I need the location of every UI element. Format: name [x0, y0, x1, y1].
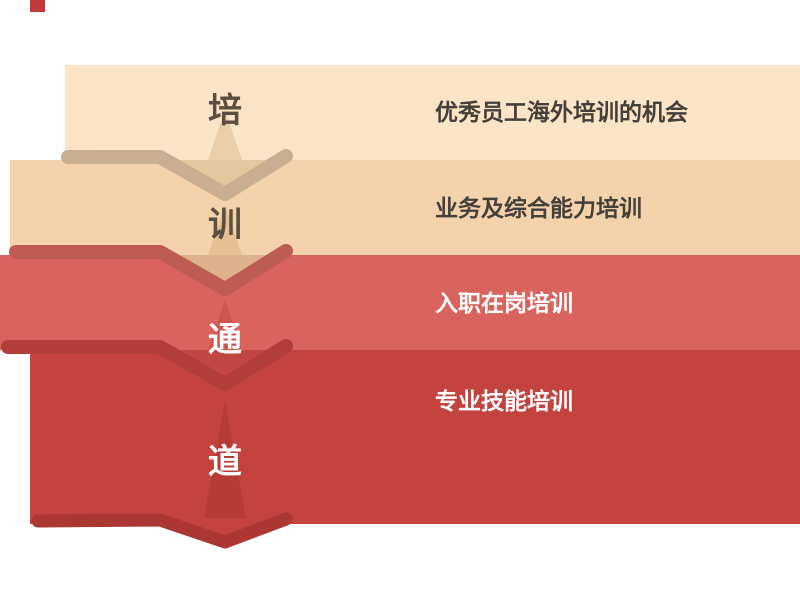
vertical-title-char-3: 通 — [208, 320, 242, 360]
band-1-fold — [61, 149, 293, 201]
band-4-crease — [204, 400, 246, 518]
band-3-crease — [204, 300, 246, 362]
band-4-fold — [31, 512, 293, 549]
corner-accent-square — [30, 0, 45, 12]
row-label-skills-training: 专业技能培训 — [435, 389, 573, 415]
band-3-fold — [1, 339, 293, 391]
row-label-onboarding-training: 入职在岗培训 — [435, 291, 573, 317]
vertical-title-char-2: 训 — [208, 205, 242, 245]
row-label-business-training: 业务及综合能力培训 — [435, 196, 642, 222]
vertical-title-char-1: 培 — [208, 91, 242, 131]
band-2-crease — [204, 205, 246, 267]
band-2-fold — [9, 244, 293, 296]
vertical-title-char-4: 道 — [208, 442, 242, 482]
band-1-crease — [204, 110, 246, 172]
row-label-overseas-training: 优秀员工海外培训的机会 — [435, 100, 688, 126]
